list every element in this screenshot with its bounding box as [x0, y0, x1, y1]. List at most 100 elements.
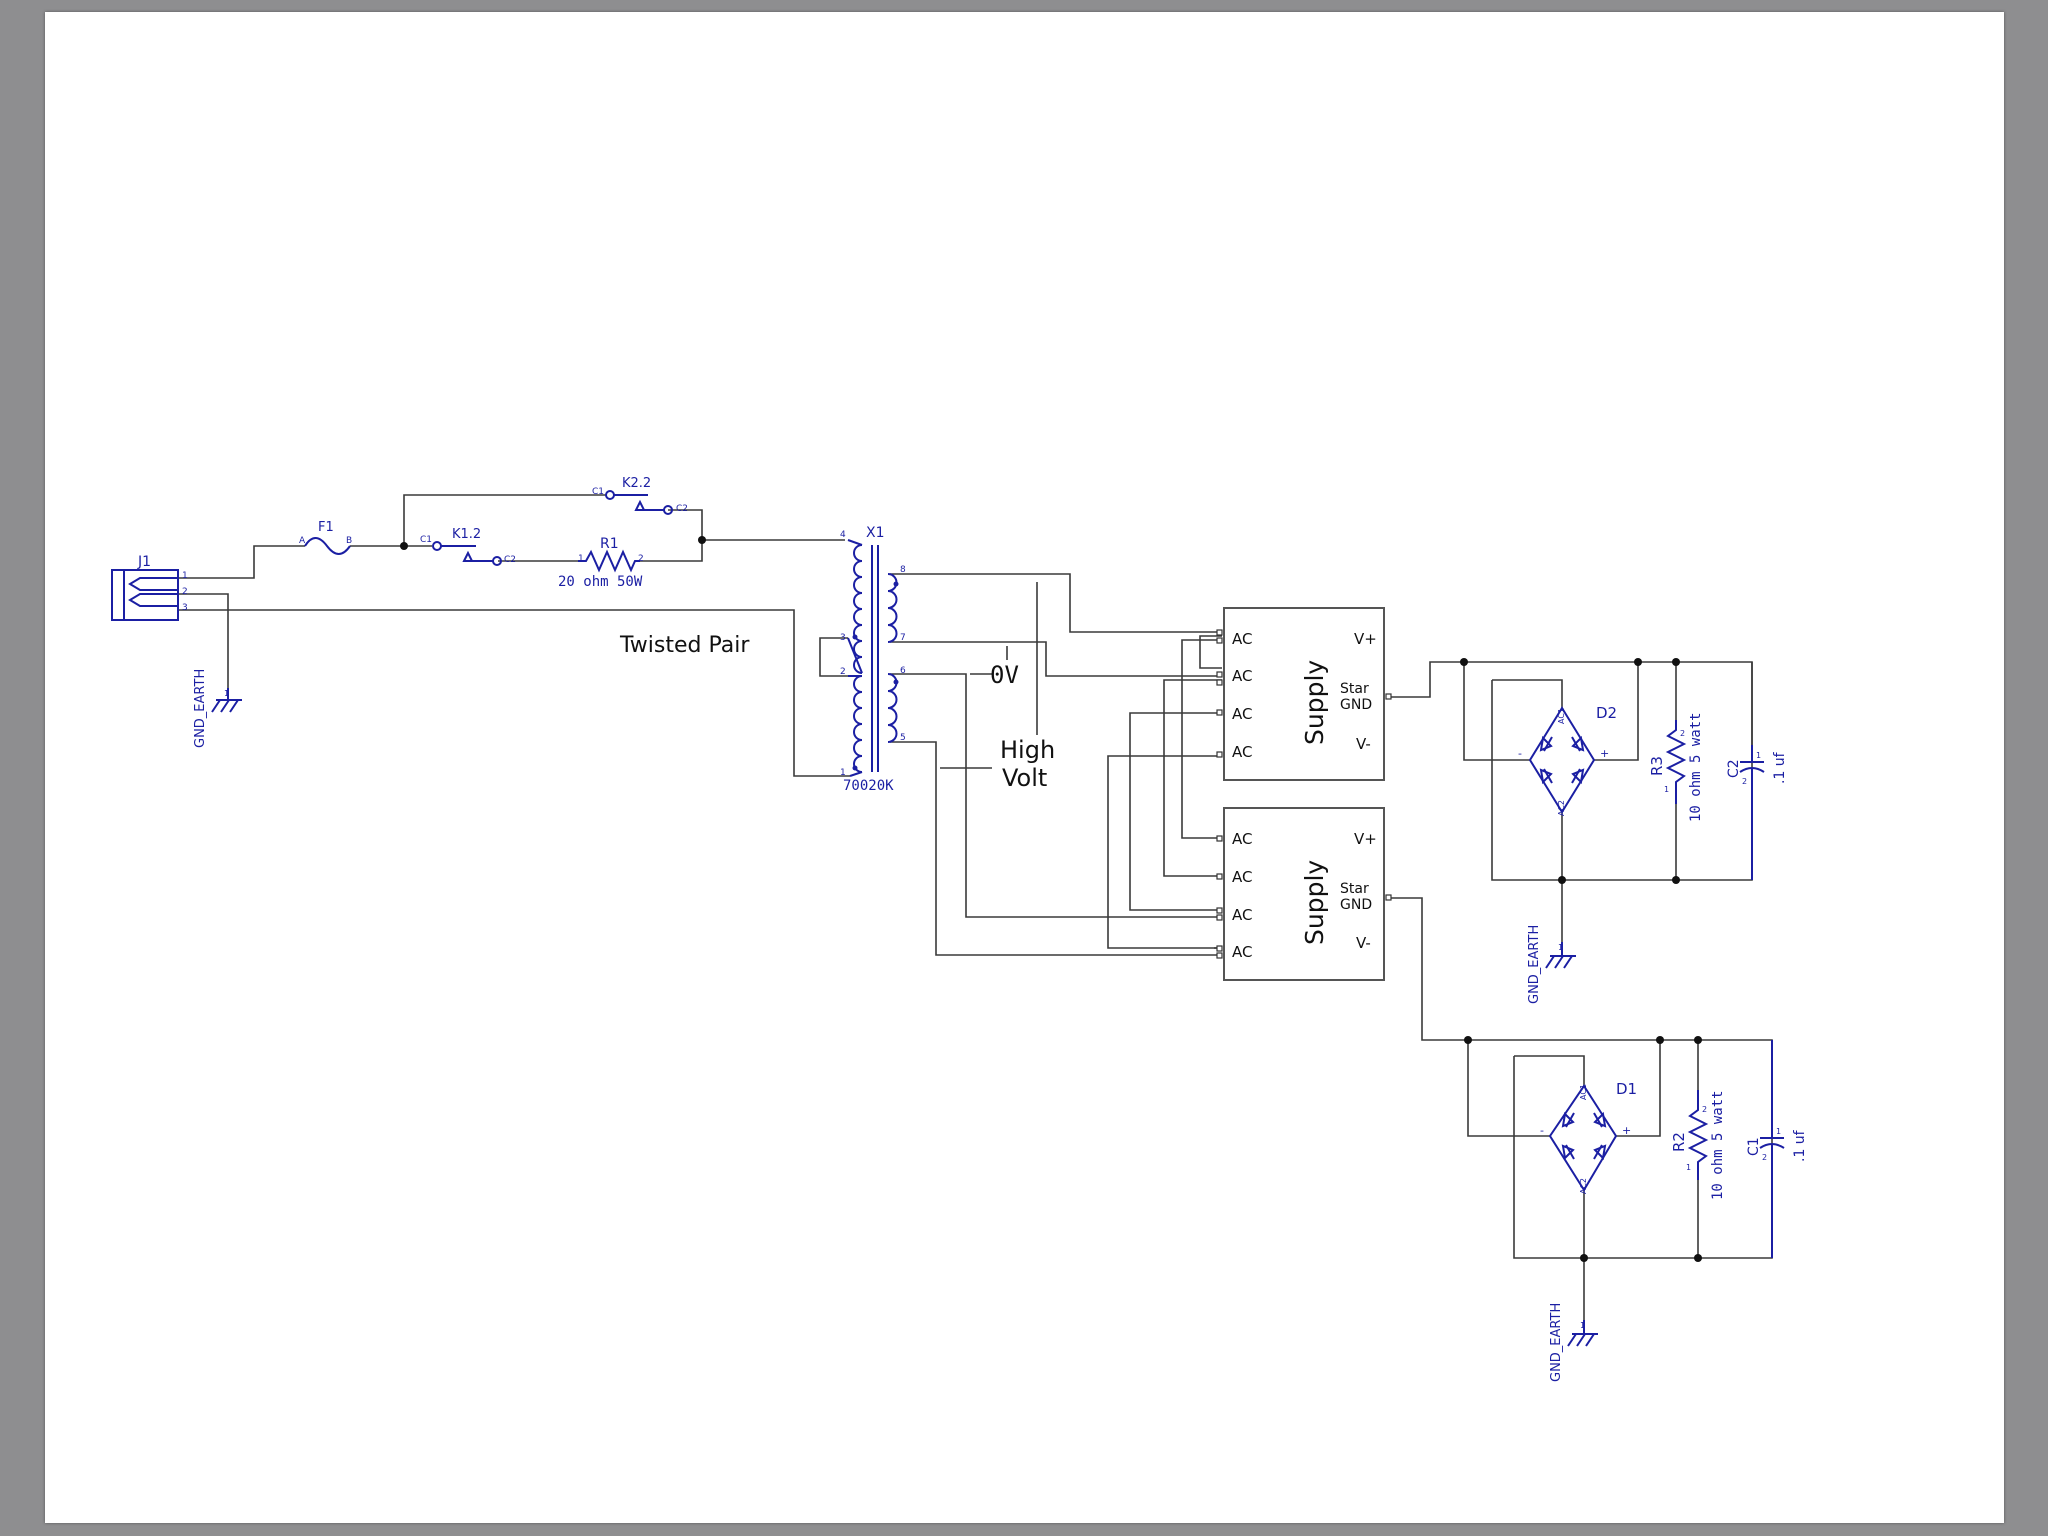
- supply-body: [1223, 607, 1385, 781]
- resistor-icon: [1665, 720, 1687, 804]
- capacitor-ref: C2: [1726, 759, 1742, 778]
- capacitor-pin2: 2: [1742, 777, 1747, 786]
- pin-number: 3: [182, 603, 188, 613]
- ac-pin-label: AC: [1232, 667, 1252, 685]
- junction-dot: [698, 536, 706, 544]
- resistor-r1[interactable]: R1 1 2 20 ohm 50W: [558, 536, 644, 590]
- wire: [1388, 897, 1468, 1041]
- connector-j1[interactable]: J1 1 2 3: [111, 554, 188, 621]
- wire: [819, 637, 848, 677]
- supply-module-bottom[interactable]: AC AC AC AC V+ V- Star GND Supply: [1216, 807, 1392, 981]
- supply-title: Supply: [1300, 860, 1329, 945]
- transformer-x1[interactable]: X1 70020K 1 2 3 4 5 6 7 8: [840, 525, 906, 794]
- wire: [1594, 662, 1639, 761]
- wire: [890, 741, 1222, 956]
- wire: [1181, 639, 1222, 839]
- resistor-pin1: 1: [578, 554, 584, 564]
- capacitor-c2[interactable]: C2 .1 uf 1 2: [1726, 745, 1788, 880]
- junction-dot: [1460, 658, 1468, 666]
- v-plus-label: V+: [1354, 830, 1377, 848]
- wire: [890, 641, 1222, 677]
- pin-number: 4: [840, 530, 846, 540]
- zero-v-label: 0V: [990, 661, 1019, 689]
- wire: [1129, 712, 1222, 911]
- capacitor-pin2: 2: [1762, 1153, 1767, 1162]
- junction-dot: [1672, 658, 1680, 666]
- ac-pin-label: AC: [1232, 943, 1252, 961]
- connector-pin-shape: [128, 577, 178, 591]
- ground-pin: 1: [1558, 943, 1563, 952]
- wire: [1616, 1040, 1661, 1137]
- connector-pin-shape: [128, 593, 178, 607]
- capacitor-pin1: 1: [1756, 751, 1761, 760]
- wire: [890, 573, 1222, 633]
- resistor-icon: [578, 549, 640, 573]
- junction-dot: [1672, 876, 1680, 884]
- bridge-ac2: AC2: [1579, 1178, 1588, 1194]
- ac-pin-label: AC: [1232, 868, 1252, 886]
- v-plus-label: V+: [1354, 630, 1377, 648]
- relay-contact-k12[interactable]: C1 C2 K1.2: [420, 527, 516, 566]
- bridge-outline: [1548, 1084, 1618, 1192]
- ground-symbol-d2: 1 GND_EARTH: [1527, 925, 1576, 1004]
- v-minus-label: V-: [1356, 934, 1371, 952]
- fuse-pin-b: B: [346, 536, 352, 546]
- bridge-ac1: AC1: [1579, 1084, 1588, 1100]
- ac-pin-label: AC: [1232, 906, 1252, 924]
- pin-number: 2: [182, 587, 188, 597]
- relay-contact-k22[interactable]: C1 C2 K2.2: [592, 476, 688, 515]
- capacitor-ref: C1: [1746, 1137, 1762, 1156]
- wire: [640, 540, 703, 562]
- bridge-rectifier-d2[interactable]: D2 AC1 AC2 + -: [1518, 704, 1617, 816]
- bridge-ref: D1: [1616, 1080, 1637, 1098]
- ground-symbol-d1: 1 GND_EARTH: [1549, 1303, 1598, 1382]
- resistor-r2[interactable]: R2 10 ohm 5 watt 1 2: [1670, 1090, 1726, 1200]
- fuse-pin-a: A: [299, 536, 306, 546]
- wires: [178, 494, 1773, 1334]
- wire: [890, 673, 1222, 918]
- junction-dot: [1558, 876, 1566, 884]
- transformer-ref: X1: [866, 525, 885, 541]
- wire: [178, 609, 850, 777]
- resistor-r3[interactable]: R3 10 ohm 5 watt 1 2: [1648, 712, 1704, 822]
- fuse-ref: F1: [318, 520, 334, 535]
- resistor-pin1: 1: [1664, 785, 1669, 794]
- bridge-outline: [1528, 706, 1596, 814]
- bridge-ac1: AC1: [1557, 708, 1566, 724]
- secondary-coil-bottom: [887, 673, 898, 743]
- fuse-f1[interactable]: F1 A B: [299, 520, 352, 555]
- ground-label: GND_EARTH: [1549, 1303, 1564, 1382]
- ac-pin-label: AC: [1232, 630, 1252, 648]
- gnd-label: GND: [1340, 897, 1372, 913]
- resistor-pin1: 1: [1686, 1163, 1691, 1172]
- bridge-rectifier-d1[interactable]: D1 AC1 AC2 + -: [1540, 1080, 1637, 1194]
- transformer-part: 70020K: [843, 778, 894, 794]
- capacitor-c1[interactable]: C1 .1 uf 1 2: [1746, 1040, 1808, 1258]
- pin-number: 3: [840, 633, 846, 643]
- pin-number: 1: [840, 768, 846, 778]
- relay-c1: C1: [420, 535, 432, 545]
- bridge-ref: D2: [1596, 704, 1617, 722]
- primary-coil-bottom: [853, 675, 863, 773]
- wire: [1514, 1055, 1585, 1086]
- pin-number: 5: [900, 733, 906, 743]
- wire: [1107, 755, 1222, 949]
- fuse-icon: [304, 537, 351, 555]
- junction-dot: [400, 542, 408, 550]
- resistor-value: 20 ohm 50W: [558, 574, 643, 590]
- supply-title: Supply: [1300, 660, 1329, 745]
- resistor-value: 10 ohm 5 watt: [1710, 1090, 1726, 1200]
- relay-c2: C2: [676, 504, 688, 514]
- pin-number: 2: [840, 667, 846, 677]
- junction-dot: [1694, 1254, 1702, 1262]
- wire: [403, 494, 607, 546]
- supply-module-top[interactable]: AC AC AC AC V+ V- Star GND Supply: [1216, 607, 1392, 781]
- bridge-minus: -: [1518, 747, 1522, 760]
- wire: [1492, 679, 1563, 708]
- ground-label: GND_EARTH: [193, 669, 208, 748]
- bridge-plus: +: [1622, 1124, 1631, 1137]
- resistor-ref: R1: [600, 536, 619, 552]
- ground-pin: 1: [1580, 1321, 1585, 1330]
- star-label: Star: [1340, 881, 1369, 897]
- high-volt-label: High: [1000, 736, 1055, 764]
